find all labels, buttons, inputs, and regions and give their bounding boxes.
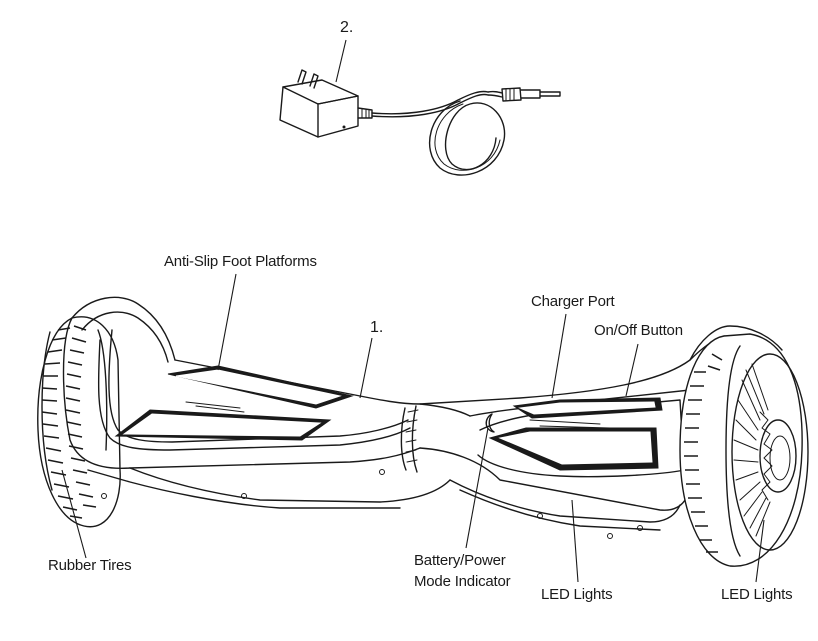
leader-charger-port [551, 313, 567, 399]
left-wheel [37, 316, 121, 528]
hoverboard-icon [37, 296, 809, 567]
leader-led-right [755, 519, 765, 583]
charger-icon [279, 69, 561, 176]
right-wheel [679, 333, 809, 567]
label-led-lights-right: LED Lights [721, 586, 792, 603]
label-led-lights-center: LED Lights [541, 586, 612, 603]
label-rubber-tires: Rubber Tires [48, 557, 131, 574]
leader-rubber-tires [61, 469, 87, 559]
leader-anti-slip [217, 273, 237, 371]
leader-on-off [625, 343, 639, 397]
label-on-off-button: On/Off Button [594, 322, 683, 339]
leader-led-center [571, 499, 579, 583]
callout-1-leader [359, 337, 373, 399]
callout-2-leader [335, 39, 347, 83]
label-anti-slip-foot-platforms: Anti-Slip Foot Platforms [164, 253, 317, 270]
foot-platforms [114, 365, 663, 471]
callout-1: 1. [370, 319, 383, 336]
callout-2: 2. [340, 19, 353, 36]
label-battery-line2: Mode Indicator [414, 573, 511, 590]
leader-battery [465, 427, 489, 549]
label-charger-port: Charger Port [531, 293, 616, 310]
label-battery-line1: Battery/Power [414, 552, 506, 569]
